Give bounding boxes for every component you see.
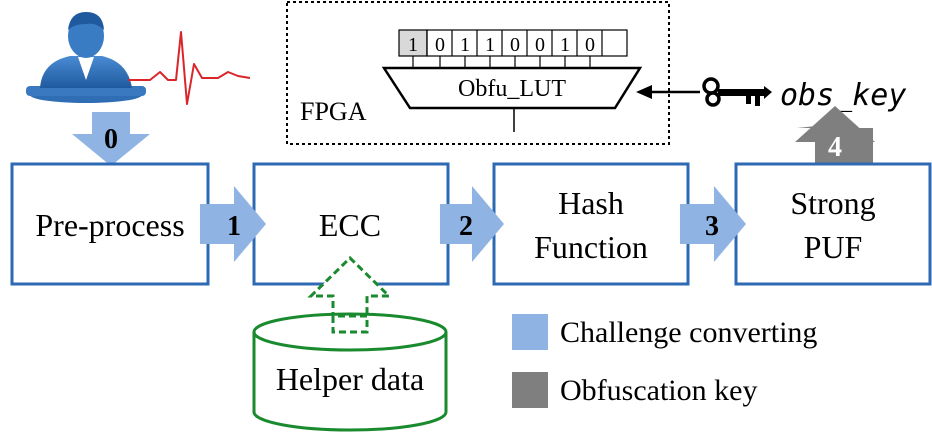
helper-data-label: Helper data bbox=[276, 361, 424, 397]
legend-obfuscation-label: Obfuscation key bbox=[560, 374, 757, 407]
helper-data-cylinder: Helper data bbox=[252, 312, 448, 432]
puf-label-line2: PUF bbox=[804, 229, 863, 265]
hash-label-line1: Hash bbox=[558, 185, 624, 221]
lut-bit-0: 1 bbox=[408, 34, 418, 56]
legend-challenge-label: Challenge converting bbox=[560, 316, 817, 349]
arrow-4-label: 4 bbox=[828, 132, 842, 163]
lut-bit-1: 0 bbox=[435, 34, 445, 56]
legend-challenge-swatch bbox=[512, 314, 548, 350]
ecg-waveform-icon bbox=[128, 31, 251, 105]
arrow-3: 3 bbox=[680, 186, 746, 262]
fpga-region: FPGA bbox=[286, 1, 670, 145]
hash-function-box: Hash Function bbox=[492, 162, 690, 286]
lut-bits: 1 0 1 1 0 0 1 0 bbox=[398, 29, 628, 68]
ecc-label: ECC bbox=[319, 207, 381, 243]
lut-bit-5: 0 bbox=[535, 34, 545, 56]
arrow-1-label: 1 bbox=[227, 211, 241, 242]
arrow-3-label: 3 bbox=[705, 211, 719, 242]
key-input-arrow bbox=[636, 85, 700, 99]
preprocess-box: Pre-process bbox=[10, 162, 210, 286]
fpga-label: FPGA bbox=[300, 97, 367, 126]
arrow-0: 0 bbox=[72, 112, 150, 166]
lut-bit-6: 1 bbox=[560, 34, 570, 56]
obs-key-label: obs_key bbox=[780, 78, 906, 113]
lut-bit-3: 1 bbox=[485, 34, 495, 56]
arrow-1: 1 bbox=[200, 186, 266, 262]
lut-bit-7: 0 bbox=[585, 34, 595, 56]
hash-label-line2: Function bbox=[534, 229, 648, 265]
key-icon bbox=[702, 77, 772, 107]
arrow-0-label: 0 bbox=[104, 124, 118, 155]
arrow-4: 4 bbox=[795, 106, 875, 164]
arrow-2-label: 2 bbox=[459, 211, 473, 242]
obfu-lut-block: Obfu_LUT bbox=[381, 66, 643, 132]
lut-bit-4: 0 bbox=[510, 34, 520, 56]
arrow-2: 2 bbox=[440, 186, 504, 262]
lut-bit-2: 1 bbox=[460, 34, 470, 56]
legend-obfuscation-swatch bbox=[512, 372, 548, 408]
user-doctor-icon bbox=[26, 12, 146, 103]
strong-puf-box: Strong PUF bbox=[734, 162, 932, 286]
legend: Challenge converting Obfuscation key bbox=[512, 314, 817, 408]
puf-label-line1: Strong bbox=[790, 185, 875, 221]
preprocess-label: Pre-process bbox=[35, 207, 184, 243]
obfu-lut-label: Obfu_LUT bbox=[458, 76, 566, 102]
